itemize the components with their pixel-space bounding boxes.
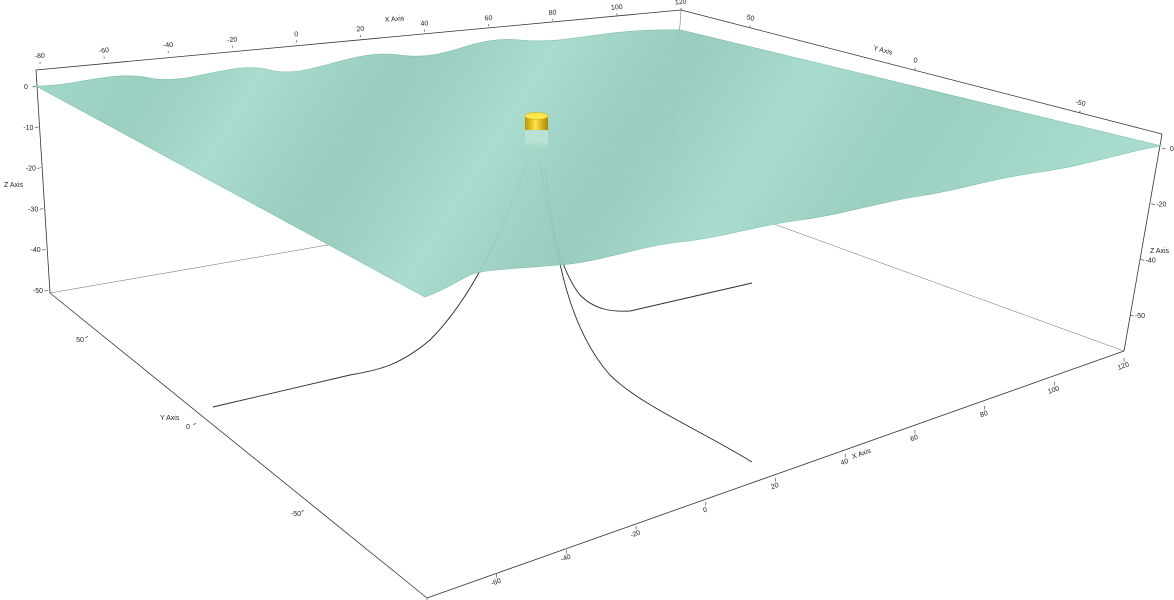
top-x-axis-tick-label: 80	[548, 9, 556, 17]
right-z-axis-title: Z Axis	[1150, 248, 1170, 255]
bottom-x-axis-tick-label: -40	[560, 554, 572, 564]
top-y-axis-tick-label: 50	[746, 14, 755, 23]
left-z-axis-tick-label: 0	[24, 84, 28, 91]
left-z-axis-tick-label: -50	[33, 288, 43, 295]
bottom-x-axis-tick-label: 0	[702, 507, 708, 515]
bottom-x-axis-title: X Axis	[851, 447, 872, 460]
bottom-y-axis-tick-label: -50	[291, 511, 301, 518]
bottom-y-axis-tick-mark	[193, 422, 197, 426]
left-z-axis-tick-label: -40	[31, 247, 41, 254]
right-z-axis-tick-mark	[1161, 147, 1166, 150]
left-z-axis-tick-label: -20	[26, 166, 36, 173]
top-x-axis-tick-label: 0	[294, 31, 299, 38]
top-y-axis-tick-label: 0	[913, 57, 919, 65]
bottom-x-axis-tick-label: 100	[1047, 385, 1060, 396]
bottom-x-axis-tick-label: 120	[1117, 361, 1130, 372]
top-x-axis-tick-label: -40	[163, 42, 174, 50]
bottom-y-axis-tick-label: 0	[186, 424, 190, 431]
right-z-axis-tick-label: -40	[1146, 257, 1156, 264]
left-z-axis-tick-label: -10	[23, 125, 33, 132]
right-z-axis-tick-mark	[1129, 314, 1134, 317]
left-z-axis-title: Z Axis	[4, 182, 24, 189]
right-z-axis-tick-label: -50	[1135, 313, 1145, 320]
left-z-axis-tick-mark	[44, 289, 49, 292]
bottom-y-axis-title: Y Axis	[160, 415, 180, 422]
floating-buoy[interactable]	[524, 112, 549, 150]
top-x-axis-tick-label: 120	[675, 0, 687, 7]
left-z-axis-tick-mark	[34, 126, 39, 129]
left-z-axis-tick-label: -30	[28, 206, 38, 213]
right-z-axis-tick-mark	[1151, 203, 1155, 206]
sea-surface	[35, 29, 1163, 298]
bottom-x-axis-tick-label: 60	[910, 434, 920, 443]
top-x-axis-tick-label: 40	[420, 20, 428, 28]
top-y-axis-tick-label: -50	[1075, 99, 1087, 108]
top-x-axis-tick-label: 20	[356, 26, 364, 34]
left-z-axis-tick-mark	[37, 167, 41, 169]
bottom-x-axis-tick-label: 20	[770, 482, 780, 491]
bounding-box-front	[49, 292, 1125, 599]
bottom-x-axis-tick-label: -20	[630, 530, 642, 540]
left-z-axis-tick-mark	[39, 208, 44, 210]
bottom-y-axis-tick-mark	[85, 335, 89, 339]
right-z-axis-tick-label: -20	[1156, 202, 1166, 209]
top-y-axis-title: Y Axis	[873, 45, 894, 57]
bottom-x-axis-tick-label: -60	[490, 578, 502, 588]
top-x-axis-tick-label: 60	[484, 15, 492, 23]
left-z-axis-tick-mark	[32, 85, 37, 88]
top-x-axis-tick-label: -20	[227, 36, 238, 44]
top-x-axis-title: X Axis	[385, 15, 405, 24]
bottom-y-axis-tick-label: 50	[76, 337, 84, 344]
top-x-axis-tick-label: -60	[99, 47, 110, 55]
bottom-y-axis-tick-mark	[301, 509, 305, 513]
left-z-axis-tick-mark	[42, 248, 46, 251]
right-z-axis-tick-label: 0	[1170, 146, 1174, 153]
top-x-axis-tick-label: 100	[611, 4, 623, 12]
bottom-x-axis-tick-label: 80	[979, 410, 989, 419]
top-x-axis-tick-label: -80	[35, 53, 46, 61]
bottom-x-axis-tick-label: 40	[840, 458, 850, 467]
right-z-axis-tick-mark	[1140, 259, 1145, 261]
